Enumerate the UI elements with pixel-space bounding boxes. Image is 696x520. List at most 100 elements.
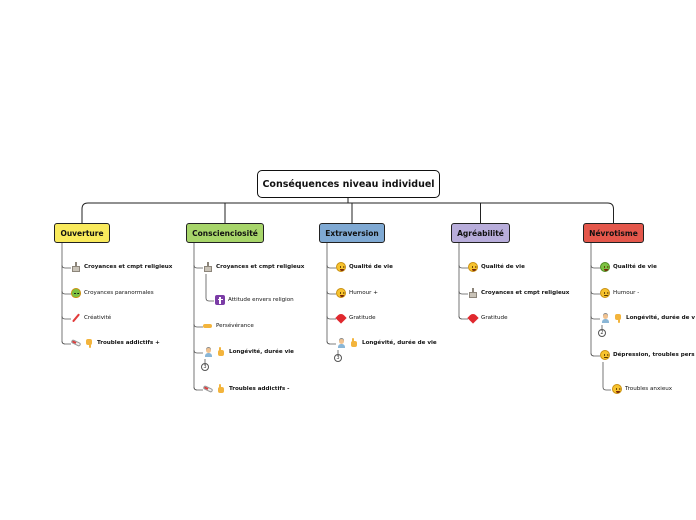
topic-item[interactable]: Créativité <box>71 313 111 323</box>
branch-agreabilite[interactable]: Agréabilité <box>451 223 510 243</box>
item-connector <box>193 386 203 391</box>
item-connector <box>61 290 71 295</box>
thumbs-up-icon <box>216 347 226 357</box>
branch-conscienciosite[interactable]: Conscienciosité <box>186 223 264 243</box>
topic-item-label: Humour - <box>613 290 640 296</box>
cross-icon <box>215 295 225 305</box>
topic-item-label: Dépression, troubles pers <box>613 352 695 358</box>
collapsed-count-badge[interactable]: 3 <box>201 363 209 371</box>
topic-item-label: Humour + <box>349 290 378 296</box>
topic-item[interactable]: Croyances et cmpt religieux <box>71 262 172 272</box>
item-connector <box>326 315 336 320</box>
hand-icon <box>203 321 213 331</box>
branch-ouverture[interactable]: Ouverture <box>54 223 110 243</box>
heart-icon <box>336 313 346 323</box>
topic-item-label: Troubles addictifs - <box>229 386 290 392</box>
topic-item-label: Longévité, durée vie <box>229 349 294 355</box>
topic-item-label: Croyances et cmpt religieux <box>216 264 305 270</box>
thumbs-up-icon <box>349 338 359 348</box>
topic-item-label: Qualité de vie <box>613 264 657 270</box>
church-icon <box>71 262 81 272</box>
item-connector <box>193 323 203 328</box>
topic-item[interactable]: Qualité de vie <box>336 262 393 272</box>
item-connector <box>458 315 468 320</box>
alien-icon <box>71 288 81 298</box>
item-connector <box>458 264 468 269</box>
topic-item-label: Croyances et cmpt religieux <box>481 290 570 296</box>
topic-item[interactable]: Humour - <box>600 288 639 298</box>
person-icon <box>203 347 213 357</box>
topic-item-label: Croyances paranormales <box>84 290 154 296</box>
topic-item[interactable]: Troubles anxieux <box>612 384 672 394</box>
item-connector <box>590 352 600 357</box>
anxious-face-icon <box>612 384 622 394</box>
branch-bus <box>81 202 614 223</box>
root-topic[interactable]: Conséquences niveau individuel <box>257 170 440 198</box>
pill-icon <box>71 338 81 348</box>
item-connector <box>458 290 468 295</box>
smiley-icon <box>336 262 346 272</box>
topic-item[interactable]: Croyances et cmpt religieux <box>203 262 304 272</box>
topic-item[interactable]: Humour + <box>336 288 378 298</box>
topic-item[interactable]: Qualité de vie <box>468 262 525 272</box>
branch-trunk <box>458 243 463 320</box>
topic-item[interactable]: Gratitude <box>336 313 376 323</box>
thumbs-down-icon <box>84 338 94 348</box>
sick-face-icon <box>600 262 610 272</box>
topic-item[interactable]: Croyances paranormales <box>71 288 154 298</box>
item-connector <box>61 315 71 320</box>
person-icon <box>600 313 610 323</box>
item-connector <box>61 264 71 269</box>
sad-face-icon <box>600 288 610 298</box>
branch-trunk <box>590 243 595 357</box>
topic-item[interactable]: Dépression, troubles pers <box>600 350 695 360</box>
topic-item[interactable]: Longévité, durée vie <box>203 347 294 357</box>
item-connector <box>193 349 203 354</box>
item-connector <box>61 340 71 345</box>
topic-item[interactable]: Troubles addictifs + <box>71 338 160 348</box>
topic-item[interactable]: Croyances et cmpt religieux <box>468 288 569 298</box>
collapsed-count-badge[interactable]: 3 <box>334 354 342 362</box>
item-connector <box>590 290 600 295</box>
church-icon <box>468 288 478 298</box>
item-connector <box>326 264 336 269</box>
topic-item[interactable]: Qualité de vie <box>600 262 657 272</box>
pencil-icon <box>71 313 81 323</box>
topic-item[interactable]: Persévérance <box>203 321 254 331</box>
topic-item-label: Persévérance <box>216 323 254 329</box>
item-connector <box>326 340 336 345</box>
topic-item[interactable]: Gratitude <box>468 313 508 323</box>
topic-item-label: Troubles anxieux <box>625 386 673 392</box>
topic-item[interactable]: Longévité, durée de vie <box>336 338 437 348</box>
sub-connector <box>602 362 611 391</box>
branch-extraversion[interactable]: Extraversion <box>319 223 385 243</box>
topic-item[interactable]: Longévité, durée de v <box>600 313 695 323</box>
item-connector <box>326 290 336 295</box>
heart-icon <box>468 313 478 323</box>
topic-item-label: Croyances et cmpt religieux <box>84 264 173 270</box>
item-connector <box>590 264 600 269</box>
item-connector <box>193 264 203 269</box>
collapsed-count-badge[interactable]: 2 <box>598 329 606 337</box>
thumbs-up-icon <box>216 384 226 394</box>
topic-item-label: Qualité de vie <box>481 264 525 270</box>
topic-item-label: Troubles addictifs + <box>97 340 160 346</box>
branch-trunk <box>193 243 198 391</box>
item-connector <box>590 315 600 320</box>
pill-icon <box>203 384 213 394</box>
laughing-icon <box>336 288 346 298</box>
topic-item-label: Attitude envers religion <box>228 297 294 303</box>
topic-item-label: Longévité, durée de v <box>626 315 695 321</box>
topic-item-label: Longévité, durée de vie <box>362 340 437 346</box>
topic-item-label: Qualité de vie <box>349 264 393 270</box>
topic-item[interactable]: Troubles addictifs - <box>203 384 289 394</box>
church-icon <box>203 262 213 272</box>
person-icon <box>336 338 346 348</box>
branch-nevrotisme[interactable]: Névrotisme <box>583 223 644 243</box>
topic-item-label: Gratitude <box>349 315 376 321</box>
thumbs-down-icon <box>613 313 623 323</box>
smiley-icon <box>468 262 478 272</box>
sad-face-icon <box>600 350 610 360</box>
topic-item[interactable]: Attitude envers religion <box>215 295 294 305</box>
